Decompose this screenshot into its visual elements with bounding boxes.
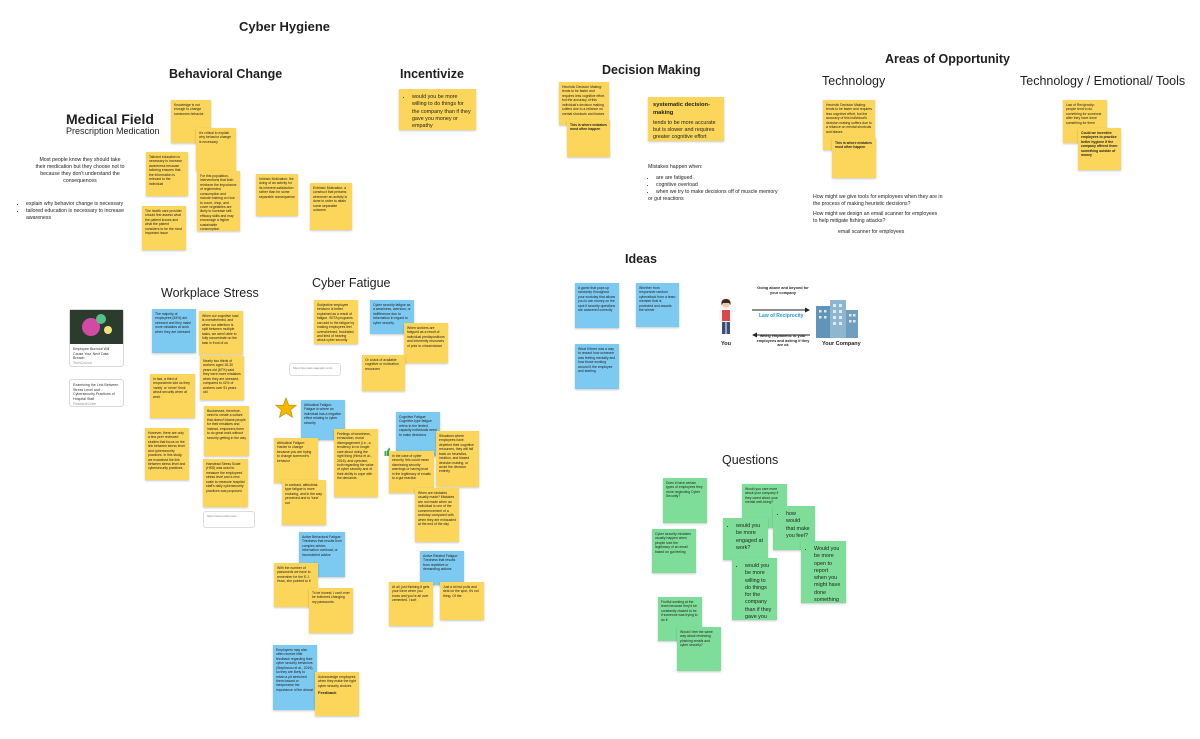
stress-note[interactable]: Nearly two thirds of workers aged 18-30 … [200, 356, 244, 400]
heading-prescription-medication: Prescription Medication [66, 126, 160, 136]
link-card[interactable]: https://www.mdpi.com/... [203, 511, 255, 528]
sticky-note[interactable]: Knowledge is not enough to change someon… [171, 100, 211, 143]
sticky-note[interactable]: Intrinsic Motivation: the doing of an ac… [256, 174, 298, 216]
person-icon [714, 297, 738, 337]
heading-workplace-stress: Workplace Stress [161, 286, 259, 300]
stress-note[interactable]: However, there are only a few peer revie… [145, 428, 189, 480]
sticky-note-tech-mistakes[interactable]: This is where mistakes most often happen [832, 138, 876, 178]
sticky-note-systematic[interactable]: systematic decision-making tends to be m… [648, 97, 724, 141]
fatigue-note[interactable]: To be honest, I can't ever be bothered c… [309, 588, 353, 633]
fatigue-note[interactable]: Attitudinal Fatigue: Harder to change be… [274, 438, 318, 483]
fatigue-note[interactable]: Subjective employee behavior is better e… [314, 300, 358, 344]
fatigue-note[interactable]: Just a lot but pulls and deal on the spo… [440, 582, 484, 620]
heading-medical-field: Medical Field [66, 111, 154, 127]
heading-technology: Technology [822, 74, 886, 88]
stress-note[interactable]: The majority of employees (53%) are stre… [152, 309, 196, 353]
fatigue-note[interactable]: At all, just thinking it gets your force… [389, 582, 433, 626]
heading-areas-of-opportunity: Areas of Opportunity [885, 52, 1011, 66]
fatigue-note[interactable]: In the case of cyber security, this coul… [389, 451, 434, 493]
article-card-text: Examining the Link Between Stress Level … [73, 383, 119, 406]
company-building-icon [816, 298, 858, 338]
link-card[interactable]: https://journals.sagepub.com/... [289, 363, 341, 376]
tech-question-2: How might we design an email scanner for… [813, 211, 938, 225]
question-note[interactable]: Would I feel the same way about reviewin… [677, 627, 721, 671]
heading-incentivize: Incentivize [400, 67, 464, 81]
stress-note[interactable]: In fact, a third of respondents told us … [150, 374, 195, 418]
medical-bullets: explain why behavior change is necessary… [18, 201, 148, 222]
reciprocity-law-label: Law of Reciprocity [759, 313, 804, 319]
fatigue-note[interactable]: When are mistakes usually made? Mistakes… [415, 488, 459, 542]
tech-question-1: How might we give tools for employees wh… [813, 194, 943, 208]
mistakes-text: Mistakes happen when: are are fatigued c… [648, 164, 788, 203]
heading-cyber-fatigue: Cyber Fatigue [312, 276, 391, 290]
medical-bullet: tailored education is necessary to incre… [26, 208, 148, 222]
idea-note[interactable]: What if there was a way to reward how so… [575, 344, 619, 389]
heading-decision-making: Decision Making [602, 63, 701, 77]
sticky-note[interactable]: Extrinsic Motivation: a construct that p… [310, 183, 352, 230]
fatigue-note[interactable]: Situations where employees have depleted… [436, 431, 479, 487]
sticky-note[interactable]: It's critical to explain why behavior ch… [196, 128, 236, 171]
sticky-note[interactable]: The health care provider should first as… [142, 206, 186, 250]
sticky-note[interactable]: Tailored education is necessary to incre… [146, 152, 188, 196]
arrow-right-icon [752, 300, 810, 313]
question-note[interactable]: Does it have certain types of employees … [663, 478, 707, 523]
sticky-note-incentive[interactable]: Could we incentive employees to practice… [1078, 128, 1121, 170]
medical-bullet: explain why behavior change is necessary [26, 201, 148, 208]
reciprocity-top-label: Going above and beyond for your company [757, 286, 809, 295]
you-label: You [721, 341, 731, 347]
fatigue-note[interactable]: Employees may also often receive little … [273, 645, 317, 710]
article-card[interactable]: Employee Burnout Will Cause Your Next Da… [69, 309, 124, 367]
stress-note[interactable]: Hanstead Stress Scale (HSS) was used to … [203, 459, 248, 507]
incentivize-note[interactable]: would you be more willing to do things f… [399, 89, 476, 130]
idea-note[interactable]: Whether from responsive random cyberatta… [636, 283, 679, 327]
sticky-note[interactable]: For this population, interventions that … [197, 171, 240, 231]
fatigue-note[interactable]: Cognitive Fatigue: Cognitive-type fatigu… [396, 412, 440, 456]
stress-note[interactable]: When our cognitive load is overwhelmed, … [199, 311, 243, 355]
article-card[interactable]: Examining the Link Between Stress Level … [69, 379, 124, 407]
question-note[interactable]: Cyber security mistakes usually happen w… [652, 529, 696, 573]
mistake-bullet: when we try to make decisions off of mus… [656, 189, 788, 196]
incentivize-bullet: would you be more willing to do things f… [412, 94, 471, 130]
fatigue-note[interactable]: Active Related Fatigue: Tiredness that r… [420, 551, 464, 585]
systematic-body: tends to be more accurate but is slower … [653, 119, 716, 141]
tech-question-3: email scanner for employees [838, 229, 905, 235]
heading-ideas: Ideas [625, 252, 657, 266]
sticky-note-mistakes[interactable]: This is where mistakes most often happen [567, 120, 610, 157]
fatigue-note[interactable]: Attitudinal Fatigue: Fatigue is where an… [301, 400, 345, 440]
medical-paragraph: Most people know they should take their … [35, 157, 125, 185]
sticky-note-heuristic[interactable]: Heuristic Decision Making: tends to be f… [559, 82, 609, 125]
question-note[interactable]: would you be more engaged at work? [723, 518, 768, 560]
question-note[interactable]: would you be more willing to do things f… [732, 558, 777, 620]
article-thumbnail [70, 310, 123, 344]
fatigue-note[interactable]: When workers are fatigued as a result of… [404, 323, 448, 363]
heading-cyber-hygiene: Cyber Hygiene [239, 19, 331, 34]
idea-note[interactable]: A game that pops up randomly throughout … [575, 283, 619, 328]
mistake-bullet: are are fatigued [656, 175, 788, 182]
reciprocity-bottom-label: Being empathetic to your employees and a… [756, 334, 810, 348]
question-note[interactable]: Would you be more open to report when yo… [801, 541, 846, 603]
company-label: Your Company [822, 341, 861, 347]
fatigue-note[interactable]: In contrast, attitudinal-type fatigue is… [282, 480, 326, 525]
stress-note[interactable]: Businesses, therefore, need to create a … [204, 406, 249, 456]
fatigue-note[interactable]: Acknowledge employees when they make the… [315, 672, 359, 716]
heading-behavioral-change: Behavioral Change [169, 67, 283, 81]
heading-technology-emotional-tools: Technology / Emotional/ Tools [1020, 74, 1186, 88]
heading-questions: Questions [722, 453, 779, 467]
article-card-text: Employee Burnout Will Cause Your Next Da… [73, 347, 110, 366]
fatigue-note[interactable]: Or a lack of available cognitive or moti… [362, 355, 405, 391]
star-icon [274, 396, 298, 419]
systematic-title: systematic decision-making [653, 102, 711, 116]
arrow-left-icon [752, 325, 810, 338]
fatigue-note[interactable]: Feelings of weariness, exhaustion, moral… [334, 429, 378, 497]
mistake-bullet: cognitive overload [656, 182, 788, 189]
